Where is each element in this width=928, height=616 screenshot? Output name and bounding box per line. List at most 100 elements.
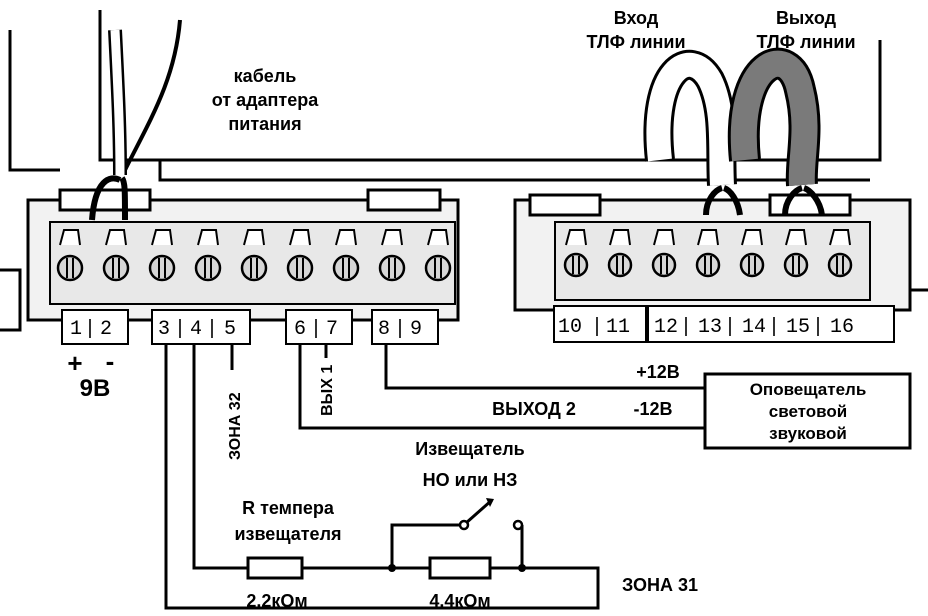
screw-icon [563, 252, 589, 278]
svg-text:|: | [680, 316, 692, 339]
screw-slot [836, 256, 844, 274]
terminal-7: 7 [326, 318, 338, 341]
terminal-tab [381, 229, 403, 246]
screw-slot [158, 258, 166, 278]
detector-switch-icon [458, 498, 524, 531]
screw-icon [194, 254, 222, 282]
terminal-13: 13 [698, 316, 722, 339]
screw-icon [739, 252, 765, 278]
svg-text:|: | [310, 318, 322, 341]
tamper-label-2: извещателя [234, 524, 341, 544]
line-in-label-2: ТЛФ линии [586, 32, 685, 52]
wire-plus12 [384, 344, 705, 390]
screw-icon [695, 252, 721, 278]
terminal-tab [565, 229, 587, 246]
terminal-4: 4 [190, 318, 202, 341]
terminal-8: 8 [378, 318, 390, 341]
screw-slot [748, 256, 756, 274]
screw-slot [342, 258, 350, 278]
terminal-tab [151, 229, 173, 246]
tamper-label-1: R темпера [242, 498, 335, 518]
screw-icon [424, 254, 452, 282]
terminal-12: 12 [654, 316, 678, 339]
resistor-2k2-label: 2.2кОм [246, 591, 307, 611]
terminal-tab [697, 229, 719, 246]
screw-icon [240, 254, 268, 282]
screw-slot [296, 258, 304, 278]
screw-slot [792, 256, 800, 274]
terminal-tab [105, 229, 127, 246]
terminal-6: 6 [294, 318, 306, 341]
terminal-tab [785, 229, 807, 246]
terminal-9: 9 [410, 318, 422, 341]
resistor-4k4 [428, 556, 492, 580]
line-out-label-2: ТЛФ линии [756, 32, 855, 52]
svg-text:|: | [84, 318, 96, 341]
terminal-tab [59, 229, 81, 246]
terminal-tab [197, 229, 219, 246]
screw-icon [378, 254, 406, 282]
annunciator-label-1: Оповещатель [750, 380, 867, 399]
detector-label-2: НО или НЗ [423, 470, 518, 490]
out1-label: ВЫХ 1 [319, 365, 336, 416]
line-out-cable [727, 47, 825, 216]
screw-slot [250, 258, 258, 278]
zone32-label: ЗОНА 32 [227, 392, 244, 460]
junctions [388, 564, 526, 572]
voltage-label: 9В [80, 375, 111, 402]
terminal-11: 11 [606, 316, 630, 339]
screw-slot [204, 258, 212, 278]
labels: кабель от адаптера питания Вход ТЛФ лини… [67, 8, 866, 611]
annunciator-box [703, 372, 912, 450]
annunciator-label-3: звуковой [769, 424, 847, 443]
power-cable-label-3: питания [228, 114, 301, 134]
minus12-label: -12В [633, 399, 672, 419]
svg-text:|: | [591, 316, 603, 339]
line-out-label-1: Выход [776, 8, 837, 28]
screw-icon [607, 252, 633, 278]
power-cable [89, 19, 182, 221]
screw-icon [783, 252, 809, 278]
terminal-tab [243, 229, 265, 246]
screw-slot [388, 258, 396, 278]
line-in-cable [643, 49, 743, 216]
terminal-numbers: 1 | 2 3 | 4 | 5 6 | 7 8 | 9 10 | 11 12 |… [70, 316, 854, 341]
screw-slot [572, 256, 580, 274]
screw-icon [56, 254, 84, 282]
screw-icon [286, 254, 314, 282]
svg-text:|: | [724, 316, 736, 339]
power-cable-label-2: от адаптера [212, 90, 320, 110]
terminal-16: 16 [830, 316, 854, 339]
terminal-labels [61, 305, 895, 345]
wiring [164, 344, 705, 610]
power-cable-label-1: кабель [234, 66, 297, 86]
screw-icon [332, 254, 360, 282]
terminal-tab [427, 229, 449, 246]
screw-icon [148, 254, 176, 282]
minus-label: - [106, 346, 115, 376]
terminal-10: 10 [558, 316, 582, 339]
screw-slot [704, 256, 712, 274]
screw-icon [102, 254, 130, 282]
screw-icon [651, 252, 677, 278]
detector-label-1: Извещатель [415, 439, 524, 459]
wire-terminal4 [192, 344, 248, 570]
terminal-tab [335, 229, 357, 246]
plus-label: + [67, 348, 82, 378]
out2-label: ВЫХОД 2 [492, 399, 576, 419]
resistor-2k2 [246, 556, 304, 580]
terminal-5: 5 [224, 318, 236, 341]
screw-icon [827, 252, 853, 278]
screw-slot [434, 258, 442, 278]
terminal-tab [289, 229, 311, 246]
terminal-block-right [554, 221, 871, 301]
zone31-label: ЗОНА 31 [622, 575, 698, 595]
svg-text:|: | [394, 318, 406, 341]
terminal-14: 14 [742, 316, 766, 339]
terminal-tab [609, 229, 631, 246]
resistor-4k4-label: 4.4кОм [429, 591, 490, 611]
terminal-tab [829, 229, 851, 246]
svg-text:|: | [206, 318, 218, 341]
terminal-3: 3 [158, 318, 170, 341]
